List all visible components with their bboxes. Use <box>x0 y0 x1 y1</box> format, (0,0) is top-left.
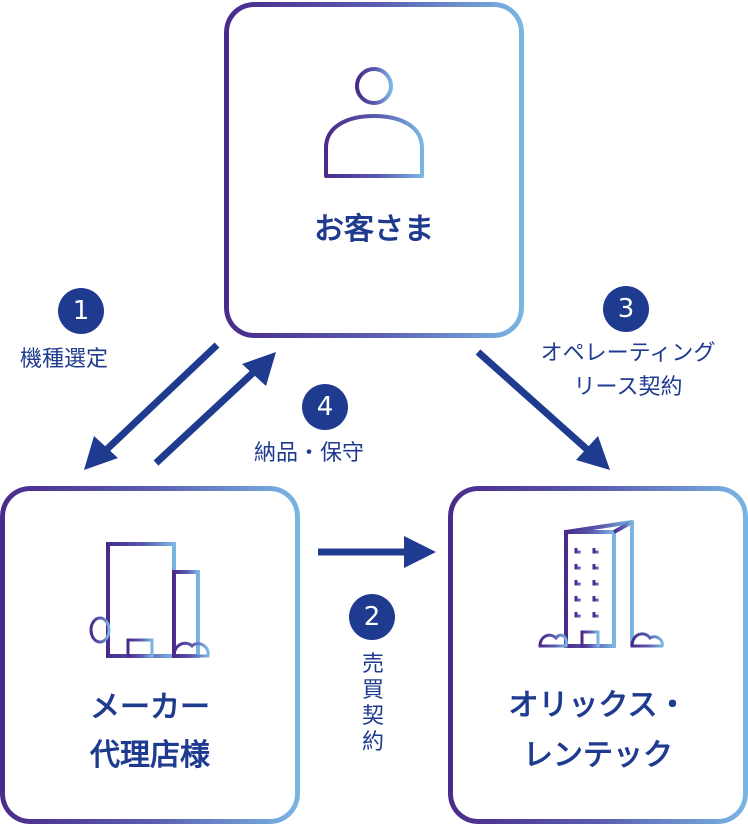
step-4-number: 4 <box>302 384 348 430</box>
customer-title: お客さま <box>314 212 434 247</box>
step-1-label: 機種選定 <box>20 347 109 372</box>
step-2-label: 売 買 契 約 <box>358 652 388 756</box>
building-icon <box>89 542 210 658</box>
step-4-label: 納品・保守 <box>254 441 365 466</box>
step-3-label-line1: オペレーティング <box>540 341 716 366</box>
step-2-char-2: 買 <box>361 678 384 703</box>
step-3-label-line2: リース契約 <box>573 375 683 400</box>
step-2-char-3: 契 <box>361 704 384 729</box>
maker-node: メーカー 代理店様 <box>0 486 300 824</box>
step-2-number: 2 <box>349 594 395 640</box>
orix-title-line1: オリックス・ <box>508 688 688 723</box>
step-2-char-4: 約 <box>361 730 384 755</box>
customer-node: お客さま <box>224 2 524 338</box>
step-2-char-1: 売 <box>361 652 384 677</box>
orix-title-line2: レンテック <box>523 738 673 773</box>
maker-title-line2: 代理店様 <box>90 738 210 773</box>
maker-title-line1: メーカー <box>90 690 210 725</box>
tower-building-icon <box>536 520 664 648</box>
orix-node: オリックス・ レンテック <box>448 486 748 824</box>
step-1-number: 1 <box>58 288 104 334</box>
arrow-4 <box>153 367 259 466</box>
arrow-1 <box>101 342 220 455</box>
step-3-number: 3 <box>603 286 649 332</box>
person-icon <box>324 67 424 178</box>
arrow-3 <box>475 349 593 455</box>
